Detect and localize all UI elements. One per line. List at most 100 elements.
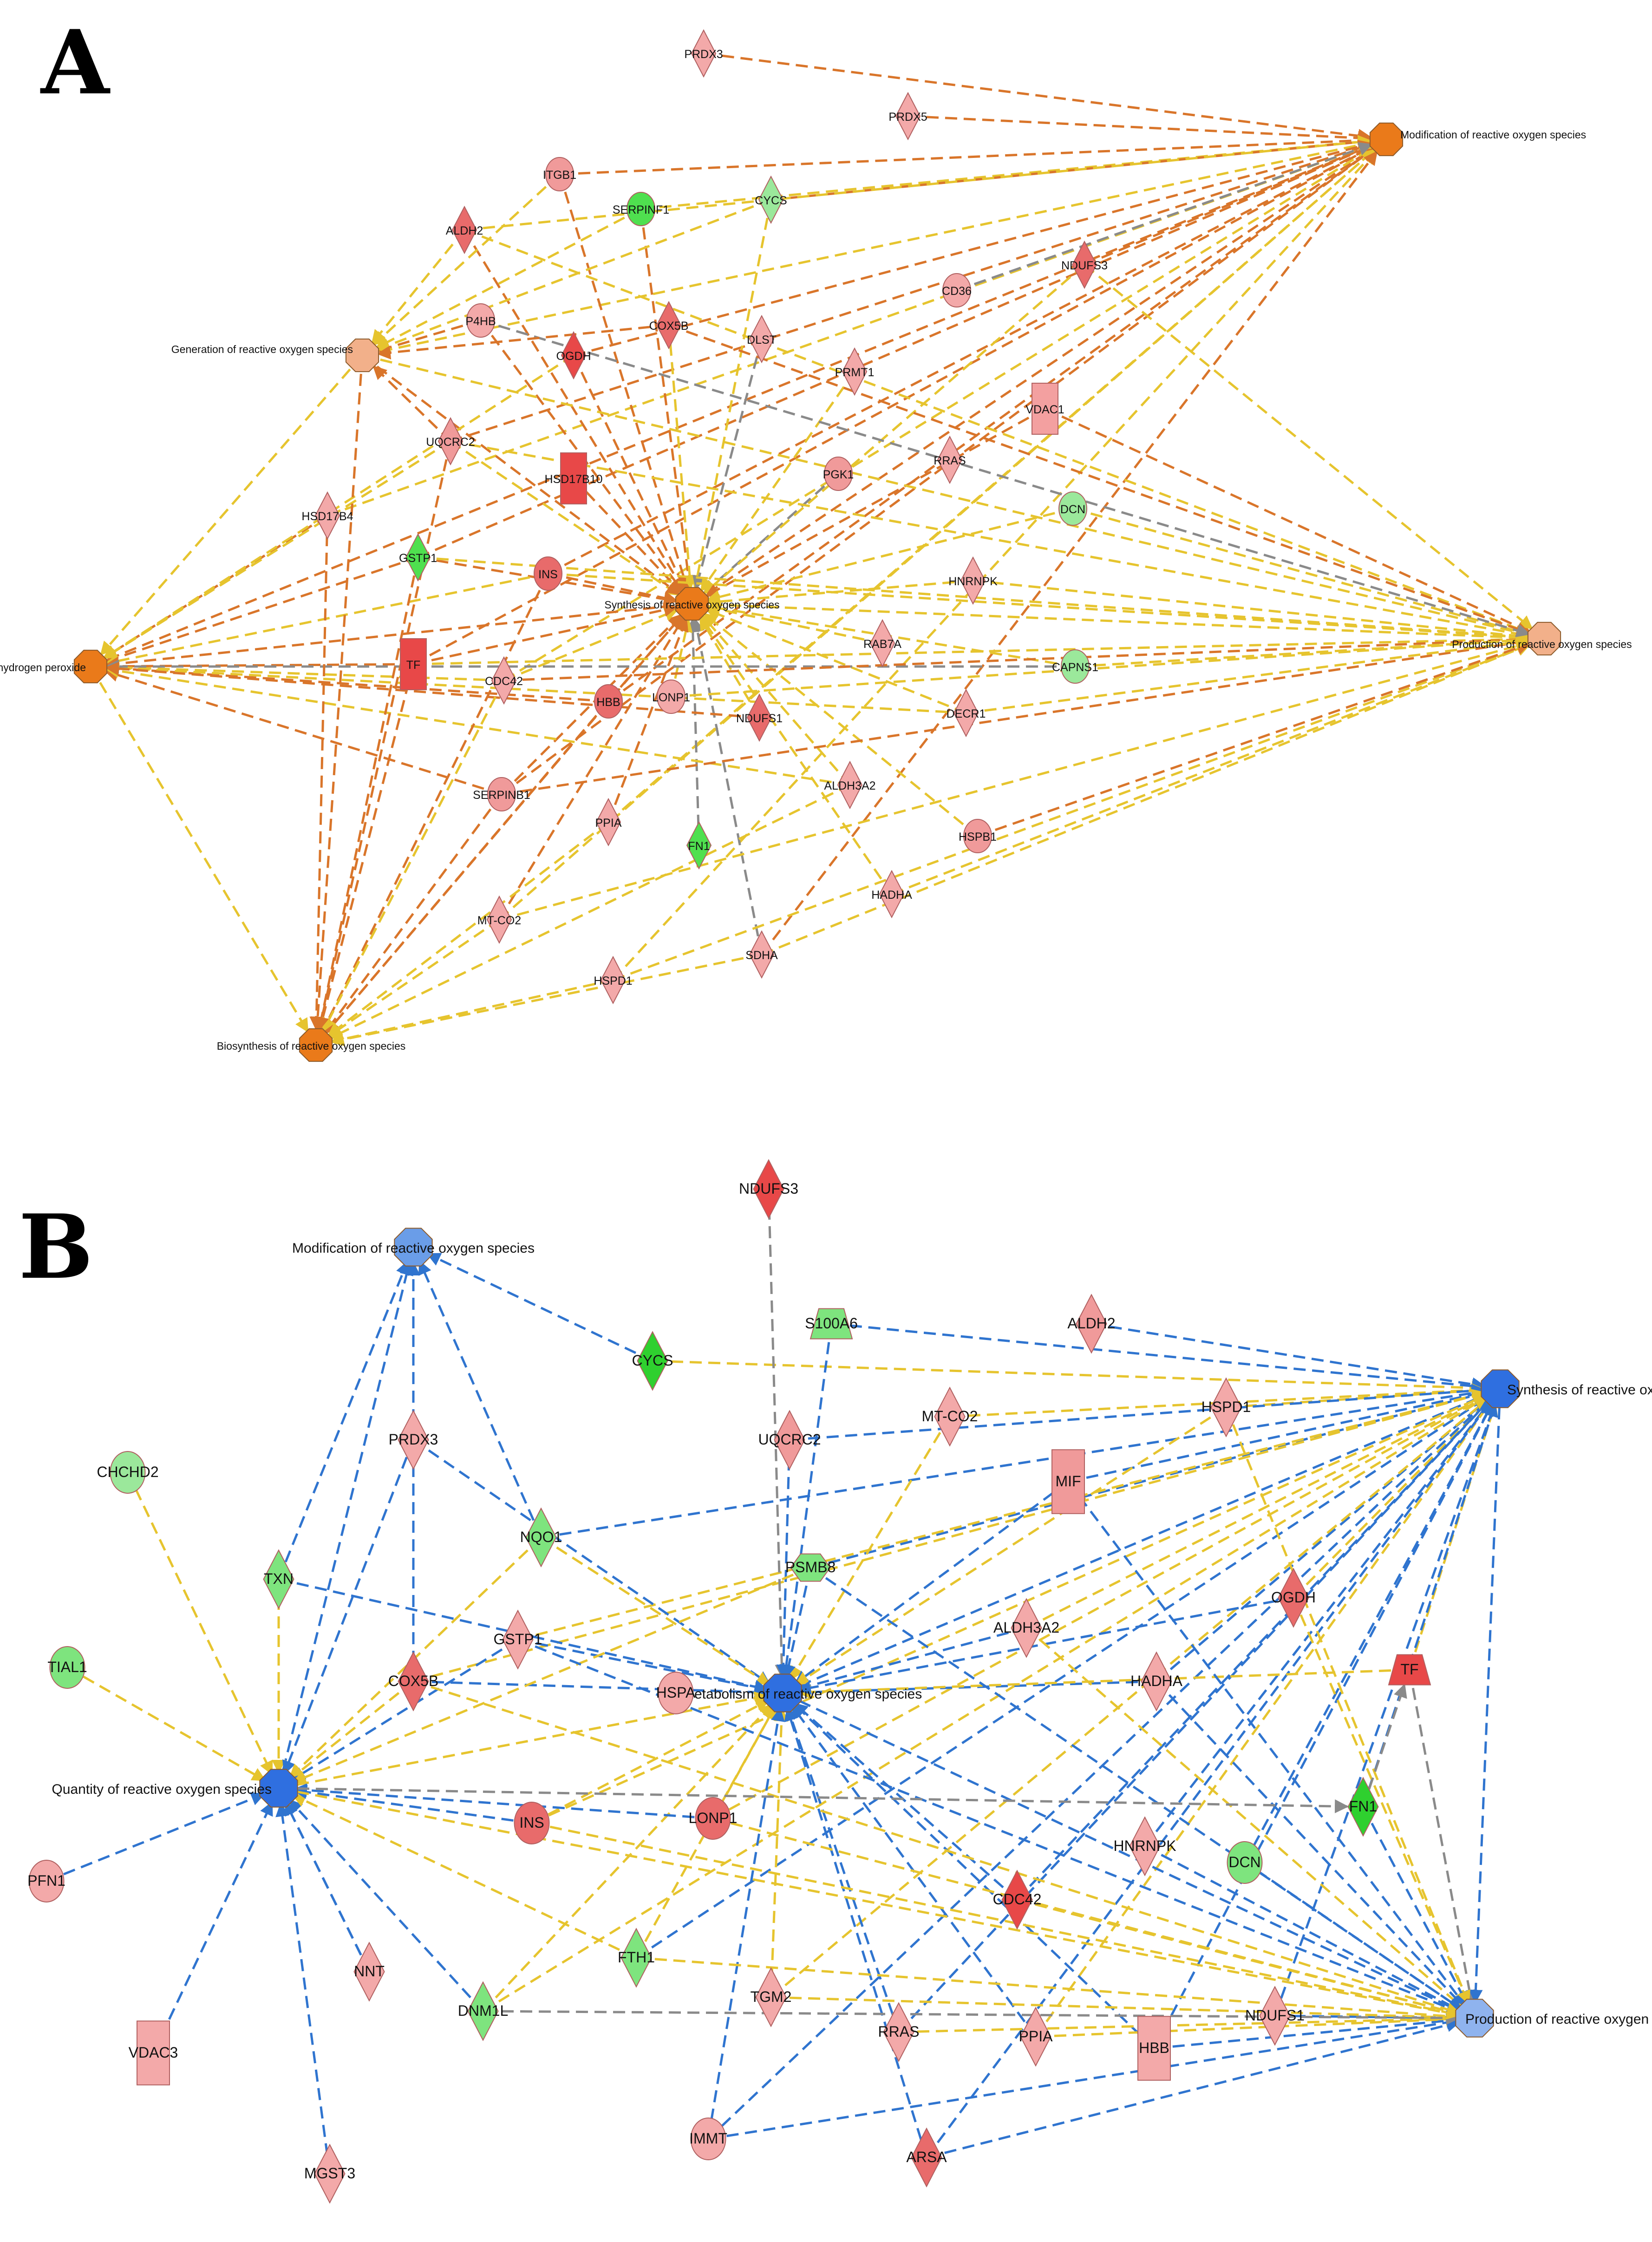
gene-node-ins[interactable]: INS: [514, 1802, 550, 1844]
gene-node-hadha[interactable]: HADHA: [1130, 1651, 1183, 1712]
gene-node-dcn[interactable]: DCN: [1058, 491, 1087, 526]
gene-node-uqcrc2[interactable]: UQCRC2: [426, 417, 475, 466]
gene-node-cycs[interactable]: CYCS: [755, 175, 787, 224]
gene-node-psmb8[interactable]: PSMB8: [785, 1553, 836, 1582]
gene-node-vdac3[interactable]: VDAC3: [129, 2020, 178, 2085]
gene-node-gstp1[interactable]: GSTP1: [399, 533, 437, 582]
gene-node-hspd1[interactable]: HSPD1: [1201, 1377, 1251, 1438]
gene-node-hsd17b4[interactable]: HSD17B4: [301, 491, 353, 540]
gene-node-hspd1[interactable]: HSPD1: [594, 955, 633, 1005]
gene-node-rras[interactable]: RRAS: [934, 435, 966, 484]
gene-node-serpinf1[interactable]: SERPINF1: [613, 192, 669, 226]
gene-node-vdac1[interactable]: VDAC1: [1025, 383, 1064, 435]
edge-B_NQO1-B_mod: [418, 1260, 542, 1538]
gene-node-itgb1[interactable]: ITGB1: [543, 157, 576, 191]
gene-node-decr1[interactable]: DECR1: [947, 688, 986, 738]
gene-node-ppia[interactable]: PPIA: [1019, 2007, 1053, 2067]
gene-node-p4hb[interactable]: P4HB: [465, 303, 496, 338]
function-node-A_bio[interactable]: Biosynthesis of reactive oxygen species: [217, 1028, 406, 1062]
function-node-A_prod[interactable]: Production of reactive oxygen species: [1452, 621, 1632, 656]
gene-node-immt[interactable]: IMMT: [689, 2118, 727, 2160]
gene-node-cd36[interactable]: CD36: [942, 273, 972, 307]
gene-node-ndufs3[interactable]: NDUFS3: [739, 1159, 798, 1219]
gene-node-hsd17b10[interactable]: HSD17B10: [544, 452, 603, 504]
gene-node-cdc42[interactable]: CDC42: [485, 656, 523, 705]
gene-node-aldh3a2[interactable]: ALDH3A2: [993, 1598, 1059, 1658]
gene-node-aldh2[interactable]: ALDH2: [446, 205, 483, 255]
function-node-B_prod[interactable]: Production of reactive oxygen species: [1455, 1999, 1652, 2038]
gene-node-prdx3[interactable]: PRDX3: [389, 1410, 438, 1470]
gene-node-hspa[interactable]: HSPA: [656, 1672, 696, 1714]
gene-node-prdx3[interactable]: PRDX3: [684, 29, 723, 78]
gene-node-dnm1l[interactable]: DNM1L: [458, 1981, 508, 2041]
gene-node-capns1[interactable]: CAPNS1: [1052, 649, 1098, 684]
gene-node-serpinb1[interactable]: SERPINB1: [473, 777, 530, 811]
gene-node-cycs[interactable]: CYCS: [632, 1331, 673, 1391]
gene-node-hnrnpk[interactable]: HNRNPK: [948, 556, 998, 605]
gene-node-tf[interactable]: TF: [1388, 1654, 1431, 1686]
gene-node-cox5b[interactable]: COX5B: [649, 301, 689, 350]
gene-node-s100a6[interactable]: S100A6: [805, 1308, 858, 1340]
edge-B_FN1-B_synth: [1362, 1402, 1498, 1807]
gene-node-mt-co2[interactable]: MT-CO2: [922, 1386, 978, 1447]
gene-node-mt-co2[interactable]: MT-CO2: [477, 895, 521, 944]
gene-node-gstp1[interactable]: GSTP1: [494, 1609, 542, 1670]
edge-A_ALDH2-A_gen: [371, 229, 465, 344]
gene-node-rab7a[interactable]: RAB7A: [863, 619, 901, 668]
gene-node-pfn1[interactable]: PFN1: [27, 1860, 65, 1902]
function-node-B_mod[interactable]: Modification of reactive oxygen species: [292, 1228, 535, 1267]
gene-node-ndufs1[interactable]: NDUFS1: [1245, 1986, 1305, 2046]
gene-node-hnrnpk[interactable]: HNRNPK: [1113, 1816, 1176, 1876]
gene-node-dcn[interactable]: DCN: [1227, 1841, 1263, 1884]
gene-node-nnt[interactable]: NNT: [353, 1941, 385, 2002]
function-node-B_quant[interactable]: Quantity of reactive oxygen species: [52, 1769, 298, 1808]
gene-label: HBB: [596, 696, 620, 709]
gene-node-hadha[interactable]: HADHA: [871, 869, 912, 919]
function-node-A_synhp[interactable]: Synthesis of hydrogen peroxide: [0, 649, 108, 684]
gene-node-sdha[interactable]: SDHA: [745, 930, 778, 979]
gene-node-ogdh[interactable]: OGDH: [556, 331, 591, 380]
gene-node-tgm2[interactable]: TGM2: [751, 1967, 792, 2027]
gene-node-fn1[interactable]: FN1: [1347, 1777, 1379, 1837]
gene-node-nqo1[interactable]: NQO1: [520, 1507, 562, 1568]
gene-node-uqcrc2[interactable]: UQCRC2: [758, 1410, 821, 1470]
gene-node-hbb[interactable]: HBB: [594, 684, 623, 719]
gene-node-ndufs1[interactable]: NDUFS1: [736, 693, 783, 742]
gene-node-hbb[interactable]: HBB: [1137, 2016, 1171, 2081]
gene-node-rras[interactable]: RRAS: [878, 2002, 920, 2062]
gene-node-mif[interactable]: MIF: [1051, 1449, 1085, 1514]
gene-node-txn[interactable]: TXN: [263, 1549, 294, 1609]
gene-node-tial1[interactable]: TIAL1: [47, 1646, 87, 1689]
gene-node-pgk1[interactable]: PGK1: [823, 457, 854, 491]
edge-B_COX5B-B_quant: [290, 1680, 414, 1779]
gene-node-hspb1[interactable]: HSPB1: [959, 819, 997, 853]
function-node-B_metab[interactable]: Metabolism of reactive oxygen species: [683, 1673, 922, 1713]
gene-node-fth1[interactable]: FTH1: [618, 1928, 655, 1988]
gene-node-fn1[interactable]: FN1: [686, 821, 712, 870]
gene-node-tf[interactable]: TF: [400, 638, 427, 690]
gene-node-chchd2[interactable]: CHCHD2: [97, 1451, 159, 1494]
gene-label: TF: [406, 659, 421, 672]
gene-node-dlst[interactable]: DLST: [747, 314, 777, 364]
gene-node-ins[interactable]: INS: [534, 556, 562, 591]
gene-node-arsa[interactable]: ARSA: [906, 2127, 947, 2188]
gene-node-ndufs3[interactable]: NDUFS3: [1061, 240, 1108, 289]
edge-B_CDC42-B_metab: [793, 1702, 1018, 1901]
edge-A_COX5B-A_synthros: [667, 325, 697, 590]
gene-node-aldh2[interactable]: ALDH2: [1067, 1294, 1116, 1354]
gene-node-ogdh[interactable]: OGDH: [1271, 1568, 1316, 1628]
function-node-B_synth[interactable]: Synthesis of reactive oxygen species: [1481, 1369, 1652, 1408]
nodes-panel-a: Modification of reactive oxygen speciesG…: [0, 29, 1632, 1062]
function-node-A_synthros[interactable]: Synthesis of reactive oxygen species: [604, 587, 780, 621]
gene-node-mgst3[interactable]: MGST3: [304, 2144, 355, 2204]
gene-node-lonp1[interactable]: LONP1: [689, 1797, 738, 1840]
gene-node-ppia[interactable]: PPIA: [595, 797, 622, 847]
gene-node-cox5b[interactable]: COX5B: [388, 1651, 438, 1712]
gene-node-cdc42[interactable]: CDC42: [993, 1869, 1042, 1930]
gene-node-lonp1[interactable]: LONP1: [652, 680, 690, 714]
gene-node-prmt1[interactable]: PRMT1: [835, 347, 875, 396]
function-node-A_gen[interactable]: Generation of reactive oxygen species: [171, 338, 379, 373]
gene-node-prdx5[interactable]: PRDX5: [888, 92, 927, 141]
gene-node-aldh3a2[interactable]: ALDH3A2: [824, 760, 876, 810]
function-node-A_mod[interactable]: Modification of reactive oxygen species: [1369, 122, 1586, 157]
